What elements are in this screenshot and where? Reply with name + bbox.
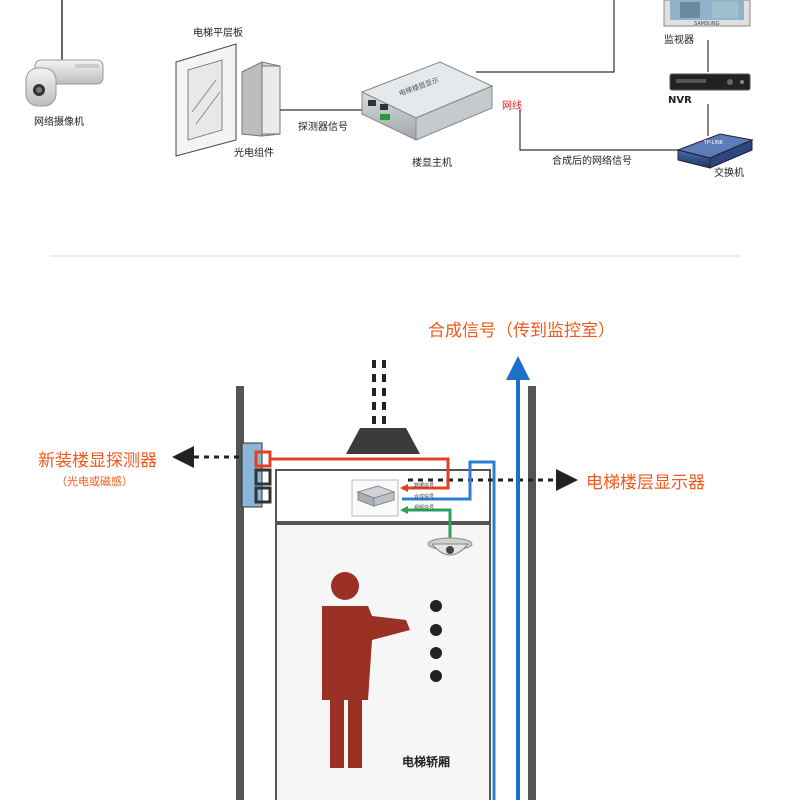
- panel-label: 电梯平层板: [193, 28, 243, 39]
- detector-signal-label: 探测器信号: [298, 122, 348, 133]
- host-label: 楼显主机: [412, 158, 452, 169]
- green-video-line: [402, 508, 452, 540]
- floor-display-pointer-arrow: [556, 469, 578, 491]
- floor-indicator-dots: [430, 600, 442, 682]
- network-camera-icon: [25, 59, 104, 107]
- switch-icon: [676, 133, 754, 169]
- leveling-plate-icon: [175, 43, 237, 157]
- nvr-icon: [669, 73, 751, 91]
- switch-brand-text: TP-LINK: [704, 140, 724, 146]
- nvr-label: NVR: [668, 95, 692, 106]
- shaft-wall-right: [528, 386, 536, 800]
- red-data-line: [270, 457, 450, 490]
- hoist-cables: [372, 360, 386, 424]
- elevator-car-top-frame: [275, 469, 491, 523]
- signal-label-data: 数据信号: [414, 483, 435, 489]
- car-top-host-icon: [351, 479, 399, 517]
- floor-display-host-icon: [360, 61, 494, 141]
- combined-net-label: 合成后的网络信号: [552, 156, 632, 167]
- person-icon: [322, 572, 410, 768]
- combined-network-line: [519, 110, 688, 151]
- floor-display-label: 电梯楼层显示器: [586, 473, 705, 493]
- detector-pointer-arrow: [172, 446, 194, 468]
- combined-signal-title: 合成信号（传到监控室）: [428, 321, 615, 341]
- car-label: 电梯轿厢: [402, 755, 451, 769]
- elevator-car: [275, 523, 491, 800]
- host-to-monitor-line: [476, 0, 615, 73]
- blue-combined-line-inner: [402, 460, 496, 800]
- monitor-brand-text: SAMSUNG: [694, 21, 720, 27]
- photo-component-label: 光电组件: [234, 148, 274, 159]
- monitor-icon: [663, 0, 751, 27]
- new-detector-label: 新装楼显探测器: [38, 451, 157, 471]
- net-cable-label: 网线: [502, 101, 522, 112]
- blue-up-arrow: [506, 356, 530, 380]
- monitor-label: 监视器: [664, 35, 694, 46]
- camera-label: 网络摄像机: [34, 117, 84, 128]
- dome-camera-icon: [427, 537, 473, 556]
- signal-label-video: 视频信号: [414, 505, 435, 511]
- signal-label-combined: 合成信号: [414, 494, 435, 500]
- car-hanger: [346, 428, 420, 454]
- shaft-wall-left: [236, 386, 244, 800]
- detector-sub-label: （光电或磁感）: [56, 475, 133, 488]
- photoelectric-component-icon: [241, 61, 281, 137]
- switch-label: 交换机: [714, 168, 744, 179]
